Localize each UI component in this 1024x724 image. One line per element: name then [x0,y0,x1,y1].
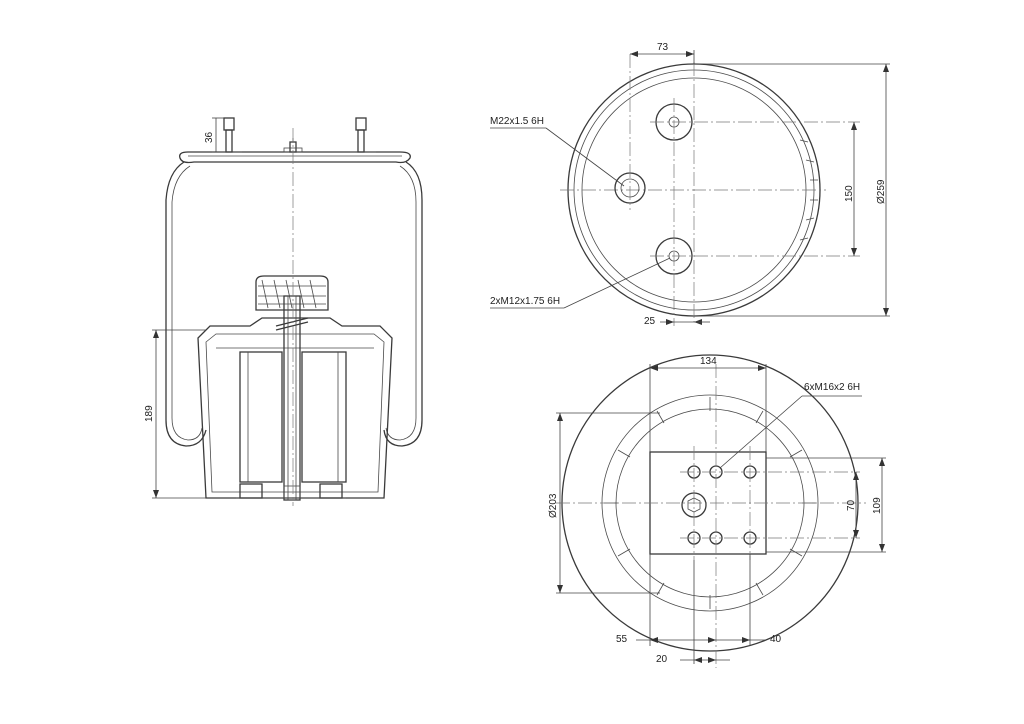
dim-189-label: 189 [144,405,155,422]
dim-203-label: Ø203 [548,493,559,518]
bump-stop [255,275,329,311]
dim-36: 36 [204,117,224,153]
label-m16-text: 6xM16x2 6H [804,382,860,393]
dim-36-label: 36 [204,131,215,143]
m22-port [614,54,646,210]
label-m12: 2xM12x1.75 6H [490,257,671,309]
dim-25: 25 [644,316,710,327]
top-plate [179,151,411,164]
bellows-outer [165,161,207,447]
dim-55: 55 [616,554,716,646]
dim-134: 134 [649,356,767,452]
label-m22-text: M22x1.5 6H [490,116,544,127]
label-m12-text: 2xM12x1.75 6H [490,296,560,307]
dim-259: Ø259 [694,63,890,317]
stud-right [350,117,376,153]
dim-70: 70 [846,472,859,538]
side-view: 36 189 [144,117,423,506]
m12-stud-lower [650,237,860,275]
m16-holes [687,465,757,545]
dim-70-label: 70 [846,499,857,511]
dim-20: 20 [656,560,730,665]
dim-109: 109 [766,457,886,553]
ribs [604,397,816,609]
dim-189: 189 [144,329,206,499]
dim-150-label: 150 [844,185,855,202]
dim-73: 73 [630,42,695,64]
stud-left [216,117,242,153]
dim-40-label: 40 [770,634,782,645]
piston-outer [197,317,393,499]
dim-25-label: 25 [644,316,656,327]
dim-134-label: 134 [700,356,717,367]
bottom-view: 134 6xM16x2 6H Ø203 70 [548,354,886,668]
dim-40: 40 [716,554,782,646]
dim-109-label: 109 [872,497,883,514]
dim-20-label: 20 [656,654,668,665]
top-view: 73 150 Ø259 25 M22 [490,42,890,327]
dim-203: Ø203 [548,412,660,594]
m12-stud-upper [650,103,860,141]
dim-73-label: 73 [657,42,669,53]
dim-55-label: 55 [616,634,628,645]
label-m16: 6xM16x2 6H [719,382,862,469]
label-m22: M22x1.5 6H [490,116,625,187]
dim-259-label: Ø259 [876,179,887,204]
dim-150: 150 [844,122,857,256]
